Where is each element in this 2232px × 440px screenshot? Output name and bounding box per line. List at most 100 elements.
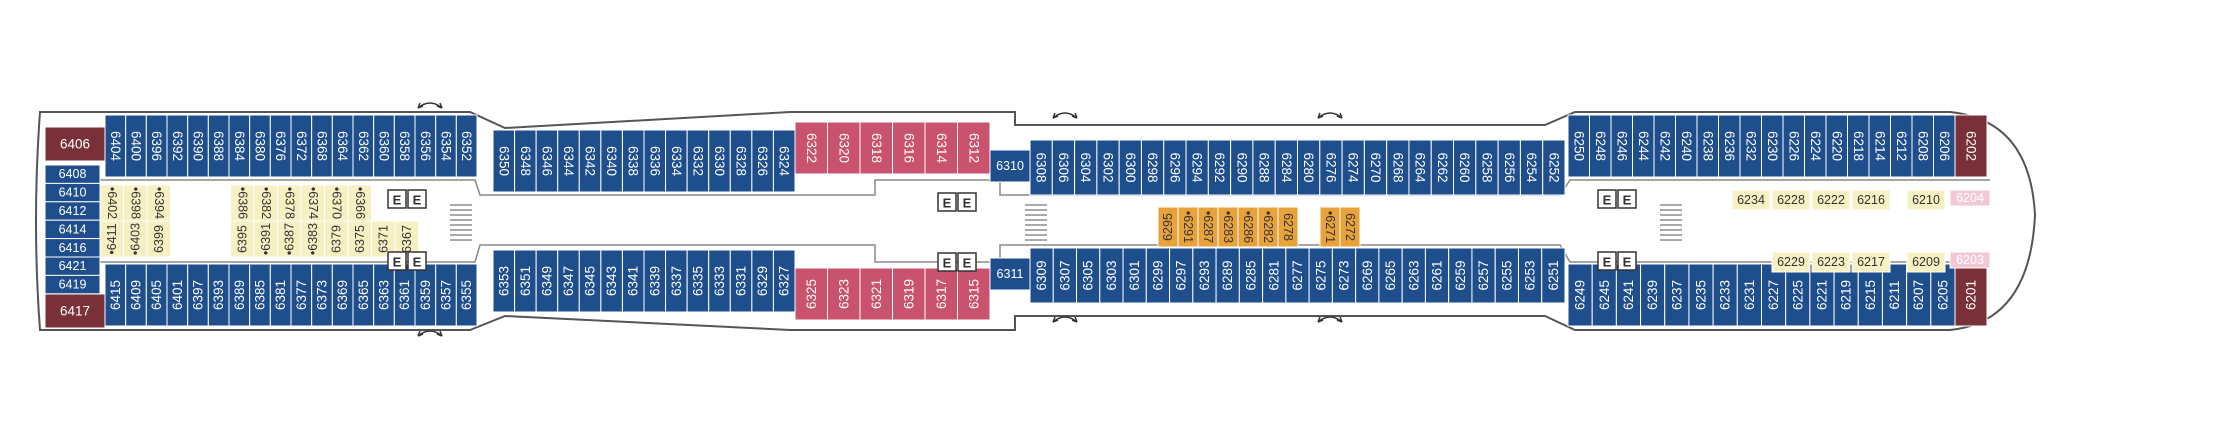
cabin-6310[interactable]: 6310 [989,149,1031,183]
cabin-6369[interactable]: 6369 [331,263,354,327]
cabin-6219[interactable]: 6219 [1833,263,1859,327]
cabin-6264[interactable]: 6264 [1408,139,1432,196]
cabin-6294[interactable]: 6294 [1185,139,1209,196]
cabin-6367[interactable]: 6367 [394,220,419,258]
cabin-6330[interactable]: 6330 [708,129,731,193]
cabin-6218[interactable]: 6218 [1847,114,1870,178]
cabin-6317[interactable]: 6317 [924,267,958,321]
cabin-6321[interactable]: 6321 [859,267,893,321]
cabin-6366[interactable]: •6366 [347,184,372,222]
cabin-6365[interactable]: 6365 [352,263,375,327]
cabin-6290[interactable]: 6290 [1230,139,1254,196]
cabin-6375[interactable]: 6375 [347,220,372,258]
cabin-6252[interactable]: 6252 [1542,139,1566,196]
cabin-6409[interactable]: 6409 [125,263,147,327]
cabin-6296[interactable]: 6296 [1163,139,1187,196]
cabin-6332[interactable]: 6332 [686,129,710,193]
cabin-6307[interactable]: 6307 [1052,247,1078,304]
cabin-6217[interactable]: 6217 [1851,251,1891,273]
cabin-6373[interactable]: 6373 [311,263,333,327]
cabin-6336[interactable]: 6336 [643,129,667,193]
cabin-6301[interactable]: 6301 [1122,247,1147,304]
cabin-6292[interactable]: 6292 [1207,139,1232,196]
cabin-6210[interactable]: 6210 [1906,189,1946,211]
cabin-6379[interactable]: 6379 [324,220,349,258]
cabin-6202[interactable]: 6202 [1954,114,1988,178]
cabin-6335[interactable]: 6335 [686,249,710,313]
cabin-6260[interactable]: 6260 [1453,139,1477,196]
cabin-6350[interactable]: 6350 [492,129,516,193]
cabin-6357[interactable]: 6357 [435,263,457,327]
cabin-6201[interactable]: 6201 [1954,263,1988,327]
cabin-6416[interactable]: 6416 [44,238,101,258]
cabin-6227[interactable]: 6227 [1761,263,1787,327]
cabin-6278[interactable]: 6278 [1277,206,1299,248]
cabin-6412[interactable]: 6412 [44,201,101,221]
cabin-6386[interactable]: •6386 [230,184,255,222]
cabin-6244[interactable]: 6244 [1632,114,1655,178]
cabin-6368[interactable]: 6368 [311,114,333,178]
cabin-6302[interactable]: 6302 [1096,139,1120,196]
cabin-6248[interactable]: 6248 [1589,114,1612,178]
cabin-6237[interactable]: 6237 [1664,263,1690,327]
cabin-6402[interactable]: •6402 [99,184,124,222]
cabin-6342[interactable]: 6342 [578,129,602,193]
cabin-6261[interactable]: 6261 [1424,247,1450,304]
cabin-6417[interactable]: 6417 [44,293,106,329]
cabin-6277[interactable]: 6277 [1285,247,1310,304]
cabin-6233[interactable]: 6233 [1712,263,1738,327]
cabin-6207[interactable]: 6207 [1906,263,1932,327]
cabin-6214[interactable]: 6214 [1868,114,1891,178]
cabin-6419[interactable]: 6419 [44,274,101,295]
cabin-6355[interactable]: 6355 [455,263,478,327]
cabin-6311[interactable]: 6311 [989,257,1031,291]
cabin-6232[interactable]: 6232 [1739,114,1762,178]
cabin-6403[interactable]: •6403 [123,220,148,258]
cabin-6323[interactable]: 6323 [827,267,861,321]
cabin-6339[interactable]: 6339 [643,249,667,313]
cabin-6415[interactable]: 6415 [104,263,127,327]
cabin-6275[interactable]: 6275 [1308,247,1333,304]
cabin-6387[interactable]: •6387 [277,220,302,258]
cabin-6362[interactable]: 6362 [352,114,375,178]
cabin-6329[interactable]: 6329 [751,249,774,313]
cabin-6295[interactable]: 6295 [1157,206,1179,248]
cabin-6305[interactable]: 6305 [1076,247,1101,304]
cabin-6245[interactable]: 6245 [1591,263,1617,327]
cabin-6421[interactable]: 6421 [44,256,101,276]
cabin-6346[interactable]: 6346 [535,129,559,193]
cabin-6344[interactable]: 6344 [557,129,580,193]
cabin-6371[interactable]: 6371 [371,220,396,258]
cabin-6273[interactable]: 6273 [1331,247,1357,304]
cabin-6287[interactable]: •6287 [1197,206,1219,248]
cabin-6360[interactable]: 6360 [373,114,395,178]
cabin-6390[interactable]: 6390 [187,114,209,178]
cabin-6374[interactable]: •6374 [300,184,325,222]
cabin-6283[interactable]: •6283 [1217,206,1239,248]
cabin-6388[interactable]: 6388 [207,114,230,178]
cabin-6297[interactable]: 6297 [1169,247,1194,304]
cabin-6226[interactable]: 6226 [1782,114,1805,178]
cabin-6324[interactable]: 6324 [772,129,796,193]
cabin-6316[interactable]: 6316 [892,121,926,175]
cabin-6262[interactable]: 6262 [1430,139,1455,196]
cabin-6309[interactable]: 6309 [1029,247,1054,304]
cabin-6349[interactable]: 6349 [535,249,559,313]
cabin-6225[interactable]: 6225 [1785,263,1811,327]
cabin-6333[interactable]: 6333 [708,249,731,313]
cabin-6361[interactable]: 6361 [393,263,416,327]
cabin-6408[interactable]: 6408 [44,164,101,184]
cabin-6356[interactable]: 6356 [414,114,437,178]
cabin-6228[interactable]: 6228 [1771,189,1811,211]
cabin-6276[interactable]: 6276 [1319,139,1343,196]
cabin-6326[interactable]: 6326 [751,129,774,193]
cabin-6381[interactable]: 6381 [269,263,292,327]
cabin-6282[interactable]: •6282 [1257,206,1279,248]
cabin-6231[interactable]: 6231 [1736,263,1762,327]
cabin-6220[interactable]: 6220 [1825,114,1848,178]
cabin-6314[interactable]: 6314 [924,121,958,175]
cabin-6308[interactable]: 6308 [1029,139,1053,196]
cabin-6389[interactable]: 6389 [228,263,251,327]
cabin-6359[interactable]: 6359 [414,263,437,327]
cabin-6312[interactable]: 6312 [957,121,991,175]
